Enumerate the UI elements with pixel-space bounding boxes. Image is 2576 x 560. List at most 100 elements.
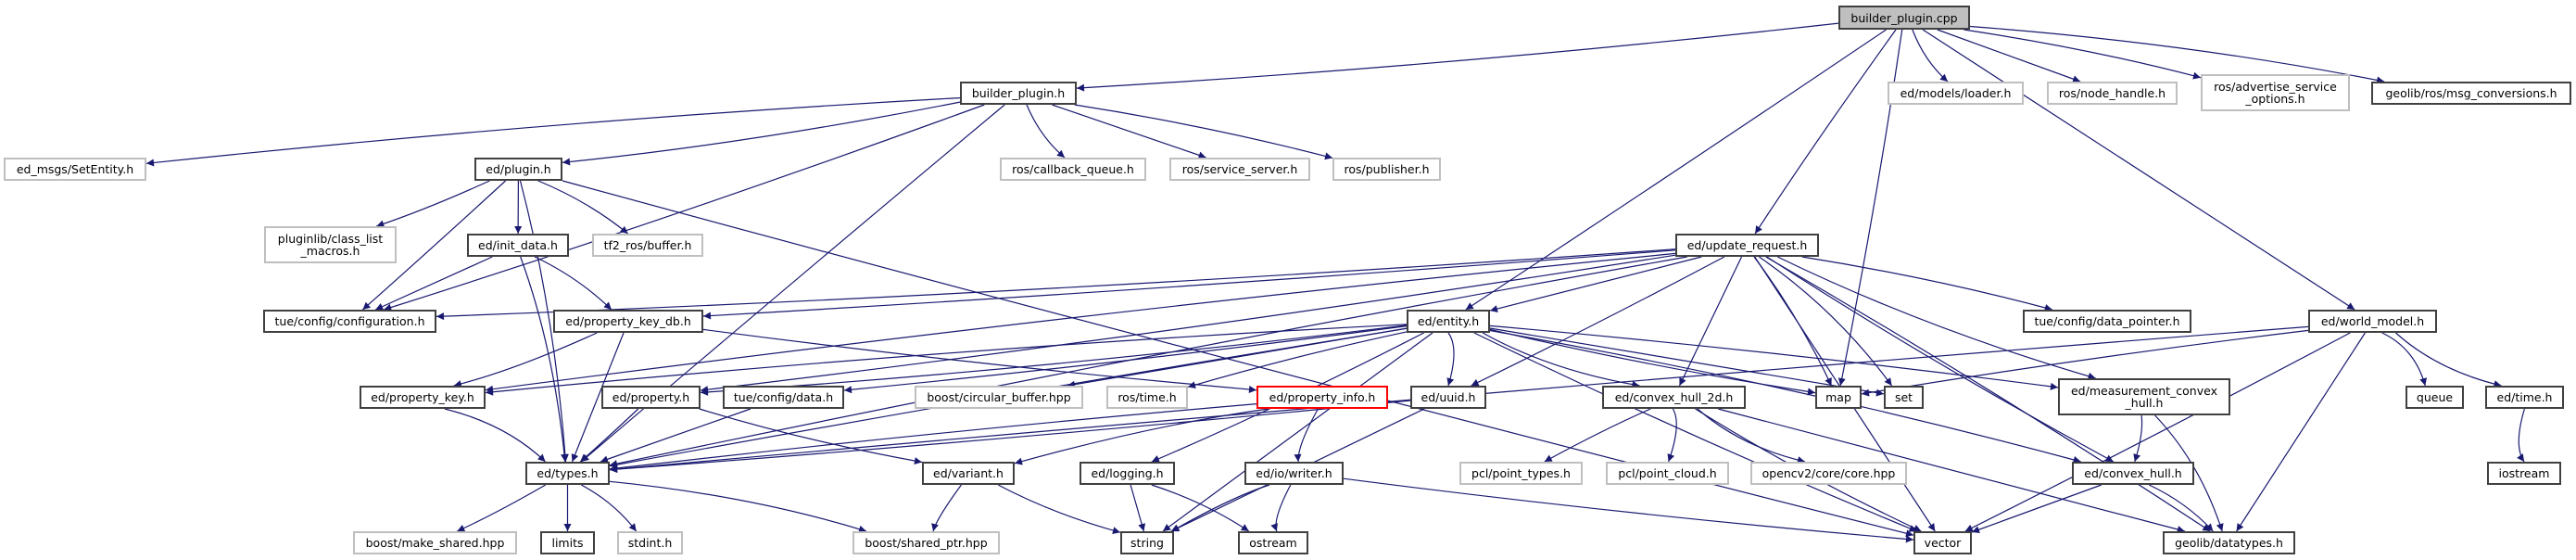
node-uuid[interactable]: ed/uuid.h xyxy=(1410,386,1486,409)
edge-update-request-to-property xyxy=(700,254,1676,394)
node-shared-ptr: boost/shared_ptr.hpp xyxy=(852,531,1000,554)
edge-builder-plugin-cpp-to-builder-plugin-h xyxy=(1076,22,1839,92)
edge-config-data-to-types xyxy=(600,408,751,464)
edge-measurement-convex-hull-to-convex-hull xyxy=(2133,414,2143,463)
edge-update-request-to-data-pointer xyxy=(1801,256,2052,312)
node-types[interactable]: ed/types.h xyxy=(525,462,610,485)
node-update-request[interactable]: ed/update_request.h xyxy=(1675,234,1819,257)
edge-entity-to-ros-time xyxy=(1187,331,1408,389)
edge-world-model-to-queue xyxy=(2381,332,2427,387)
edge-update-request-to-configuration xyxy=(436,248,1676,321)
edge-property-key-db-to-property-key xyxy=(453,332,598,388)
edge-property-info-to-variant xyxy=(1014,408,1269,465)
edge-entity-to-map xyxy=(1489,328,1816,396)
node-convex-hull[interactable]: ed/convex_hull.h xyxy=(2072,462,2194,485)
edge-builder-plugin-cpp-to-node-handle xyxy=(1937,29,2081,83)
node-config-data[interactable]: tue/config/data.h xyxy=(723,386,844,409)
node-entity[interactable]: ed/entity.h xyxy=(1407,310,1490,333)
edge-io-writer-to-vector xyxy=(1343,477,1914,543)
node-set-entity: ed_msgs/SetEntity.h xyxy=(4,158,146,181)
edge-convex-hull-to-vector xyxy=(1971,484,2102,534)
edge-entity-to-circular-buffer xyxy=(1067,327,1408,388)
node-publisher: ros/publisher.h xyxy=(1332,158,1441,181)
node-ostream[interactable]: ostream xyxy=(1238,531,1308,554)
node-limits[interactable]: limits xyxy=(540,531,595,554)
node-configuration[interactable]: tue/config/configuration.h xyxy=(263,310,436,333)
edge-builder-plugin-cpp-to-update-request xyxy=(1754,29,1897,235)
node-io-writer[interactable]: ed/io/writer.h xyxy=(1244,462,1344,485)
node-convex-hull-2d[interactable]: ed/convex_hull_2d.h xyxy=(1602,386,1746,409)
edge-io-writer-to-ostream xyxy=(1270,484,1292,532)
edge-entity-to-uuid xyxy=(1446,332,1455,387)
edge-logging-to-ostream xyxy=(1151,484,1250,532)
edge-convex-hull-to-geolib-datatypes xyxy=(2149,484,2214,532)
edge-builder-plugin-cpp-to-entity xyxy=(1465,29,1887,311)
edge-update-request-to-property-key-db xyxy=(702,249,1676,320)
node-property[interactable]: ed/property.h xyxy=(601,386,701,409)
node-advertise: ros/advertise_service _options.h xyxy=(2201,74,2350,111)
node-queue[interactable]: queue xyxy=(2406,386,2464,409)
node-plugin-h[interactable]: ed/plugin.h xyxy=(474,158,562,181)
node-point-types: pcl/point_types.h xyxy=(1459,462,1583,485)
edge-plugin-h-to-tf2-buffer xyxy=(537,180,629,235)
edge-entity-to-measurement-convex-hull xyxy=(1489,325,2059,390)
edge-update-request-to-types xyxy=(609,256,1687,467)
edge-entity-to-set xyxy=(1489,327,1885,397)
edge-convex-hull-2d-to-opencv-core xyxy=(1697,408,1806,465)
edge-update-request-to-set xyxy=(1759,256,1893,387)
node-init-data[interactable]: ed/init_data.h xyxy=(467,234,569,257)
edge-uuid-to-types xyxy=(609,400,1411,474)
node-circular-buffer: boost/circular_buffer.hpp xyxy=(915,386,1083,409)
edge-types-to-shared-ptr xyxy=(609,480,867,533)
node-property-key-db[interactable]: ed/property_key_db.h xyxy=(553,310,703,333)
edge-update-request-to-map xyxy=(1753,256,1833,387)
edge-entity-to-property-key xyxy=(485,324,1408,396)
node-measurement-convex-hull[interactable]: ed/measurement_convex _hull.h xyxy=(2058,378,2230,415)
edge-init-data-to-property-key-db xyxy=(534,256,612,311)
edge-builder-plugin-h-to-callback-queue xyxy=(1026,104,1066,159)
node-msg-conversions[interactable]: geolib/ros/msg_conversions.h xyxy=(2371,82,2571,105)
node-node-handle: ros/node_handle.h xyxy=(2047,82,2178,105)
node-ros-time: ros/time.h xyxy=(1106,386,1188,409)
edge-builder-plugin-h-to-plugin-h xyxy=(562,101,961,166)
node-iostream[interactable]: iostream xyxy=(2487,462,2561,485)
edge-types-to-stdint xyxy=(581,484,638,532)
node-map[interactable]: map xyxy=(1815,386,1862,409)
node-property-key[interactable]: ed/property_key.h xyxy=(360,386,486,409)
edge-builder-plugin-h-to-service-server xyxy=(1052,104,1206,159)
edge-property-info-to-types xyxy=(609,403,1257,472)
edge-builder-plugin-cpp-to-models-loader xyxy=(1912,29,1949,83)
edge-io-writer-to-string xyxy=(1171,484,1270,532)
node-variant[interactable]: ed/variant.h xyxy=(922,462,1015,485)
edge-entity-to-vector xyxy=(1473,332,1917,532)
edge-world-model-to-vector xyxy=(1964,332,2351,532)
edge-init-data-to-types xyxy=(520,256,569,463)
edge-types-to-make-shared xyxy=(457,484,546,532)
node-set[interactable]: set xyxy=(1884,386,1924,409)
node-logging[interactable]: ed/logging.h xyxy=(1080,462,1175,485)
node-builder-plugin-h[interactable]: builder_plugin.h xyxy=(960,82,1077,105)
node-pluginlib: pluginlib/class_list _macros.h xyxy=(264,226,397,263)
edge-property-to-types xyxy=(579,408,639,463)
edge-entity-to-string xyxy=(1162,332,1433,532)
edge-logging-to-string xyxy=(1130,484,1146,532)
edge-variant-to-string xyxy=(997,484,1121,534)
node-ed-time[interactable]: ed/time.h xyxy=(2485,386,2564,409)
edge-property-info-to-io-writer xyxy=(1294,408,1319,463)
node-property-info[interactable]: ed/property_info.h xyxy=(1256,386,1388,409)
node-point-cloud: pcl/point_cloud.h xyxy=(1606,462,1729,485)
edge-builder-plugin-cpp-to-advertise xyxy=(1964,29,2202,80)
node-string[interactable]: string xyxy=(1120,531,1174,554)
node-vector[interactable]: vector xyxy=(1913,531,1972,554)
node-tf2-buffer: tf2_ros/buffer.h xyxy=(592,234,703,257)
node-geolib-datatypes[interactable]: geolib/datatypes.h xyxy=(2163,531,2295,554)
edge-init-data-to-configuration xyxy=(374,256,493,311)
node-data-pointer[interactable]: tue/config/data_pointer.h xyxy=(2023,310,2191,333)
edge-property-key-db-to-property-info xyxy=(702,328,1257,393)
node-world-model[interactable]: ed/world_model.h xyxy=(2308,310,2437,333)
edge-plugin-h-to-pluginlib xyxy=(376,180,490,228)
node-make-shared: boost/make_shared.hpp xyxy=(353,531,517,554)
node-opencv-core: opencv2/core/core.hpp xyxy=(1750,462,1907,485)
node-builder-plugin-cpp: builder_plugin.cpp xyxy=(1838,6,1970,30)
